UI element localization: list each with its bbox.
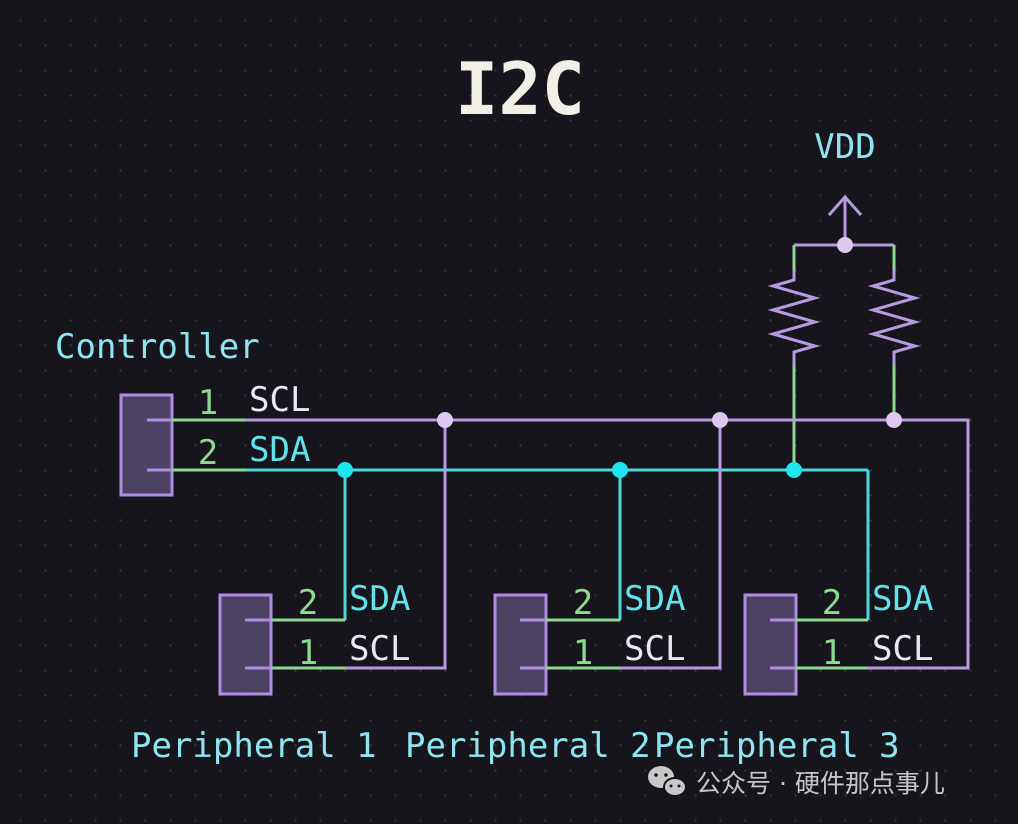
controller-pin-2-number: 2 [198,433,218,473]
peripheral-2-label: Peripheral 2 [405,726,651,766]
peripheral-1-label: Peripheral 1 [131,726,377,766]
watermark-text: 公众号 · 硬件那点事儿 [696,769,945,798]
scl-junction-2 [712,412,728,428]
sda-junction-pullup [786,462,802,478]
controller-pin-1-name: SCL [249,380,310,420]
peripheral-1-pin-1-name: SCL [349,629,410,669]
junctions [337,237,902,478]
sda-pullup-resistor [767,270,821,365]
sda-junction-1 [337,462,353,478]
vdd-junction [837,237,853,253]
peripheral-3-pin-1-number: 1 [822,633,842,673]
peripheral-1-pin-1-number: 1 [298,633,318,673]
wechat-logo-icon [648,766,687,797]
peripheral-3-label: Peripheral 3 [654,726,900,766]
controller-pin-2-name: SDA [249,430,310,470]
scl-pullup-resistor [867,270,921,365]
peripheral-3-pin-2-number: 2 [822,583,842,623]
peripheral-1-connector [218,593,345,696]
peripheral-2-pin-1-number: 1 [573,633,593,673]
peripheral-3-pin-2-name: SDA [872,579,933,619]
peripheral-2-pin-2-number: 2 [573,583,593,623]
watermark: 公众号 · 硬件那点事儿 [648,766,945,798]
controller-pin-1-number: 1 [198,383,218,423]
diagram-title: I2C [455,47,585,131]
scl-drop-peripheral-1 [345,420,447,670]
peripheral-2-pin-2-name: SDA [624,579,685,619]
controller-label: Controller [55,327,260,367]
scl-junction-pullup [886,412,902,428]
peripheral-3-pin-1-name: SCL [872,629,933,669]
peripheral-2-pin-1-name: SCL [624,629,685,669]
scl-drop-peripheral-2 [620,420,722,670]
controller-connector [119,393,245,497]
peripheral-2-connector [493,593,620,696]
pullup-resistors [767,243,921,470]
peripheral-1-pin-2-name: SDA [349,579,410,619]
peripheral-1-pin-2-number: 2 [298,583,318,623]
scl-bus-wire [245,418,970,670]
peripheral-3-connector [743,593,868,696]
vdd-label: VDD [814,127,875,167]
sda-junction-2 [612,462,628,478]
scl-junction-1 [437,412,453,428]
